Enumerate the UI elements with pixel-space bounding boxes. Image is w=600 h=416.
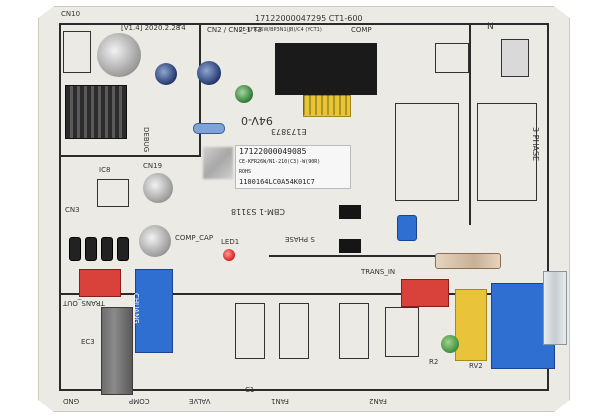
- trace-left: [59, 23, 61, 389]
- silk-part-top: 17122000047295 CT1-600: [255, 14, 363, 23]
- diode-3: [101, 237, 113, 261]
- silk-n: N: [487, 22, 494, 32]
- trace-row-upper: [61, 155, 201, 157]
- terminal-bottom-3: [339, 303, 369, 359]
- capacitor-silver-lower: [139, 225, 171, 257]
- silk-fan2: FAN2: [369, 397, 387, 405]
- transformer-core: [275, 43, 377, 95]
- trace-right: [547, 23, 549, 389]
- capacitor-blue-1: [155, 63, 177, 85]
- fuse-glass: [543, 271, 567, 345]
- trace-right-vertical: [469, 25, 471, 225]
- silk-cn19: CN19: [143, 162, 163, 170]
- power-resistor: [435, 253, 501, 269]
- capacitor-large-silver: [97, 33, 141, 77]
- transformer-bobbin-rings: [303, 95, 349, 115]
- terminal-bottom-2: [279, 303, 309, 359]
- qr-code-blurred: [203, 147, 233, 179]
- resistor-array-mid: [395, 103, 459, 201]
- fuse-block-right: [477, 103, 537, 201]
- silk-trans-out: TRANS_OUT: [63, 299, 105, 307]
- diode-1: [69, 237, 81, 261]
- silk-cert: E173873: [271, 127, 307, 136]
- capacitor-green-small: [235, 85, 253, 103]
- crystal-oscillator: [193, 123, 225, 134]
- relay-blue: [135, 269, 173, 353]
- sticker-code: 1100164LC0A54K01C7: [239, 178, 315, 186]
- connector-trans-in: [401, 279, 449, 307]
- silk-t4: T4: [177, 24, 186, 32]
- silk-gnd: GND: [63, 397, 80, 405]
- connector-cn10: [63, 31, 91, 73]
- silk-r2: R2: [429, 358, 439, 366]
- capacitor-blue-2: [197, 61, 221, 85]
- terminal-bottom-4: [385, 307, 419, 357]
- trace-row-lower: [269, 255, 469, 257]
- silk-comp-cap: COMP_CAP: [175, 234, 214, 242]
- silk-version: [V1.4] 2020.2.28: [121, 24, 181, 32]
- silk-cn10: CN10: [61, 10, 81, 18]
- ic-left: [97, 179, 129, 207]
- capacitor-yellow: [455, 289, 487, 361]
- transformer-bobbin: [303, 95, 351, 117]
- connector-trans-out: [79, 269, 121, 297]
- led-red: [223, 249, 235, 261]
- capacitor-blue-square: [397, 215, 417, 241]
- sticker-model: CE-KFR26W/N1-210(C3)-W(90R): [239, 159, 321, 165]
- circuit-board: CN10 [V1.4] 2020.2.28 T4 CN2 / CN2_1 T3 …: [38, 6, 570, 412]
- capacitor-grey-film: [101, 307, 133, 395]
- silk-trans-in: TRANS_IN: [361, 268, 396, 276]
- silk-cn-t3: CN2 / CN2_1 T3: [207, 26, 262, 34]
- terminal-bottom-1: [235, 303, 265, 359]
- silk-cn3: CN3: [65, 206, 80, 214]
- terminal-mid: [435, 43, 469, 73]
- silk-comp: COMP: [351, 26, 372, 34]
- silk-rating: 94V-0: [241, 114, 273, 127]
- trace-mid-vertical: [199, 25, 201, 155]
- terminal-n: [501, 39, 529, 77]
- optocoupler-2: [339, 239, 361, 253]
- silk-part-top2: CE-KFR26W/BP3N1(JB)/C4 (YCT1): [239, 27, 322, 33]
- silk-s-phase: S PHASE: [285, 235, 315, 243]
- label-sticker: 17122000049085 CE-KFR26W/N1-210(C3)-W(90…: [235, 145, 351, 189]
- sticker-serial: 17122000049085: [239, 147, 307, 156]
- silk-comp-bottom: COMP: [129, 397, 150, 405]
- silk-valve: VALVE: [189, 397, 211, 405]
- relay-brand: CHUANG: [132, 293, 140, 324]
- optocoupler-1: [339, 205, 361, 219]
- trace-top: [59, 23, 549, 25]
- capacitor-silver-mid: [143, 173, 173, 203]
- trace-bottom: [59, 389, 549, 391]
- silk-debug: DEBUG: [142, 127, 150, 153]
- sticker-rohs: ROHS: [239, 169, 252, 175]
- capacitor-green-disc: [441, 335, 459, 353]
- trace-mid-horizontal: [61, 293, 547, 295]
- silk-fan1: FAN1: [271, 397, 289, 405]
- silk-ec3: EC3: [81, 338, 95, 346]
- silk-c1: C1: [245, 386, 255, 394]
- silk-led: LED1: [221, 238, 240, 246]
- silk-board-code: CBM-1 S3118: [231, 207, 285, 216]
- diode-2: [85, 237, 97, 261]
- heatsink: [65, 85, 127, 139]
- diode-4: [117, 237, 129, 261]
- silk-ic8: IC8: [99, 166, 111, 174]
- silk-rv2: RV2: [469, 362, 483, 370]
